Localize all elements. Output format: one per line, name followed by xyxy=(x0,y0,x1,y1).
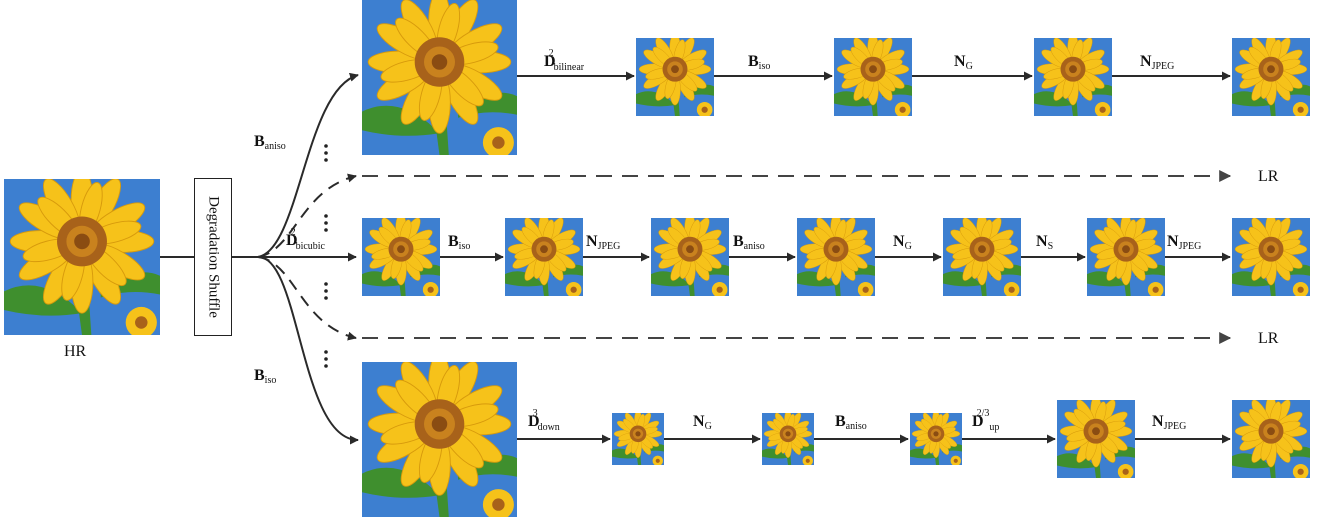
ellipsis-dots-2 xyxy=(324,214,328,232)
row3-op-4: D2/3up xyxy=(972,408,1000,433)
row1-op-1: D2bilinear xyxy=(544,48,585,73)
row3-op-1: D3down xyxy=(528,408,560,433)
branch-curve-bottom xyxy=(257,255,359,445)
connector-layer xyxy=(160,71,1232,445)
row3-image-4 xyxy=(910,413,962,465)
ellipsis-dots-4 xyxy=(324,350,328,368)
row2-image-7 xyxy=(1232,218,1310,296)
row1-image-3 xyxy=(834,38,912,116)
row1-image-4 xyxy=(1034,38,1112,116)
row1-image-1 xyxy=(362,0,517,155)
branch-curve-dashed-lower xyxy=(257,256,357,341)
row3-image-6 xyxy=(1232,400,1310,478)
ellipsis-dots-3 xyxy=(324,282,328,300)
row2-image-6 xyxy=(1087,218,1165,296)
row2-image-4 xyxy=(797,218,875,296)
row3-op-2: NG xyxy=(693,413,712,432)
branch-curve-top xyxy=(257,72,359,258)
row3-image-5 xyxy=(1057,400,1135,478)
branch-label-top: Baniso xyxy=(254,133,286,152)
row3-op-5: NJPEG xyxy=(1152,413,1187,432)
row1-image-5 xyxy=(1232,38,1310,116)
row2-op-1: Biso xyxy=(448,233,471,252)
row2-op-6: NJPEG xyxy=(1167,233,1202,252)
row2-op-4: NG xyxy=(893,233,912,252)
row3-op-3: Baniso xyxy=(835,413,867,432)
branch-label-middle: D2bicubic xyxy=(286,227,325,252)
row2-image-1 xyxy=(362,218,440,296)
row3-image-2 xyxy=(612,413,664,465)
row2-image-5 xyxy=(943,218,1021,296)
row2-op-2: NJPEG xyxy=(586,233,621,252)
row2-image-3 xyxy=(651,218,729,296)
hr-label: HR xyxy=(64,343,87,360)
lr-label-top: LR xyxy=(1258,168,1279,185)
branch-label-bottom: Biso xyxy=(254,367,277,386)
degradation-shuffle-box: Degradation Shuffle xyxy=(194,178,232,336)
row1-image-2 xyxy=(636,38,714,116)
row1-op-3: NG xyxy=(954,53,973,72)
branch-curve-dashed-upper xyxy=(257,173,357,258)
row3-image-1 xyxy=(362,362,517,517)
row1-op-4: NJPEG xyxy=(1140,53,1175,72)
row3-image-3 xyxy=(762,413,814,465)
row2-op-3: Baniso xyxy=(733,233,765,252)
row2-op-5: NS xyxy=(1036,233,1054,252)
ellipsis-dots-1 xyxy=(324,144,328,162)
lr-label-bottom: LR xyxy=(1258,330,1279,347)
row1-op-2: Biso xyxy=(748,53,771,72)
hr-image xyxy=(4,179,160,335)
degradation-shuffle-label: Degradation Shuffle xyxy=(205,196,222,318)
row2-image-2 xyxy=(505,218,583,296)
